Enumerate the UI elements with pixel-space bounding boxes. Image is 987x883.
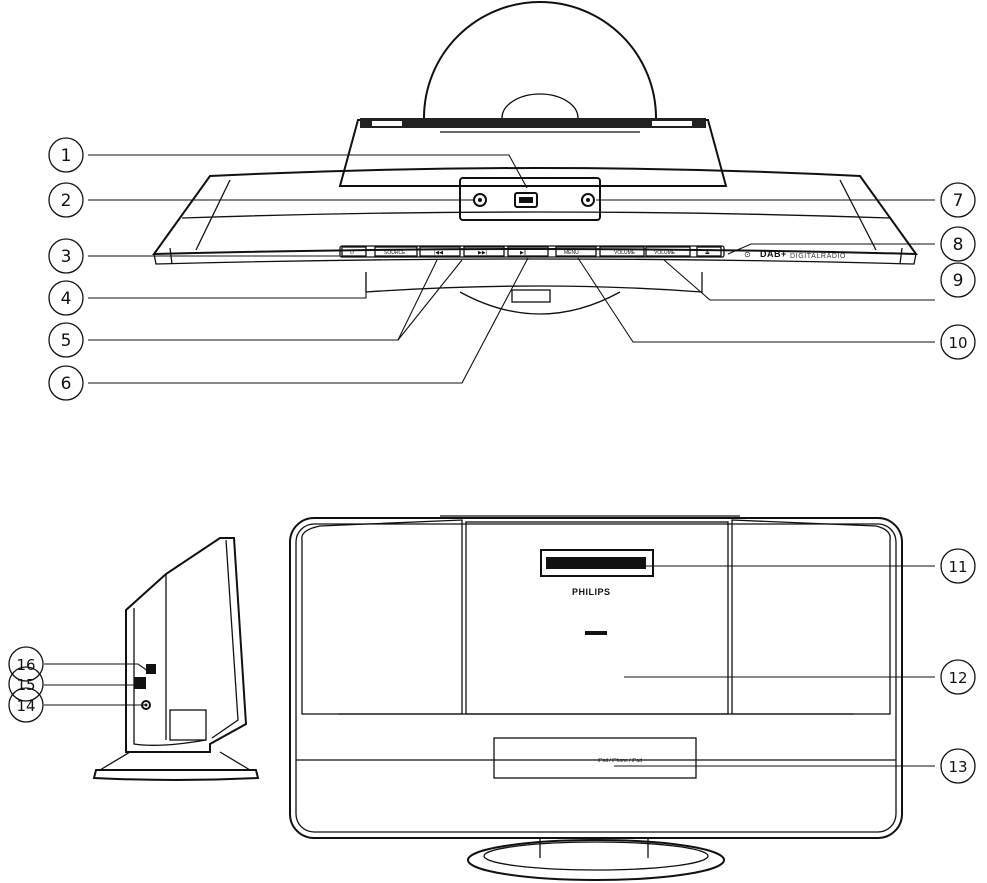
- play-pause-button[interactable]: [507, 246, 549, 257]
- source-button[interactable]: [374, 246, 418, 257]
- svg-text:▶||: ▶||: [520, 250, 526, 256]
- display: [540, 549, 654, 577]
- front-body: [289, 517, 903, 839]
- prev-button[interactable]: [419, 246, 461, 257]
- callout-14: 14: [16, 697, 35, 715]
- top-view: ⏻ SOURCE |◀◀ ▶▶| ▶|| MENU VOLUME VOLUME …: [152, 1, 918, 315]
- cd-inner-ring: [501, 93, 579, 119]
- callout-5: 5: [61, 331, 72, 351]
- menu-button[interactable]: [555, 246, 597, 257]
- menu-label: MENU: [564, 250, 579, 256]
- connector-panel: [459, 177, 601, 221]
- callout-15: 15: [16, 676, 35, 694]
- callouts: 1 2 3 4 5 6 7 8 9 10 11 12 13 14 15 16: [8, 137, 976, 784]
- callout-1: 1: [61, 146, 72, 166]
- front-stand: [467, 839, 725, 881]
- svg-text:▶▶|: ▶▶|: [478, 250, 487, 256]
- dock-compartment: [493, 737, 697, 779]
- callout-13: 13: [948, 758, 967, 776]
- left-speaker-panel: [301, 519, 463, 715]
- ir-sensor: [585, 631, 607, 635]
- side-stand: [92, 769, 260, 781]
- callout-6: 6: [61, 374, 72, 394]
- callout-3: 3: [61, 247, 72, 267]
- svg-text:|◀◀: |◀◀: [434, 250, 443, 256]
- body-top: [152, 167, 918, 256]
- leader-lines: [44, 154, 935, 767]
- callout-8: 8: [953, 235, 964, 255]
- volume-down-button[interactable]: [599, 246, 645, 257]
- volume-down-label: VOLUME: [614, 250, 636, 256]
- right-speaker-panel: [731, 519, 891, 715]
- svg-text:⏏: ⏏: [705, 250, 710, 256]
- brand-logo: PHILIPS: [572, 587, 611, 597]
- eject-button[interactable]: [696, 246, 722, 257]
- side-view: [92, 537, 260, 781]
- dab-logo: DAB+: [760, 249, 787, 259]
- callout-7: 7: [953, 191, 964, 211]
- callout-2: 2: [61, 191, 72, 211]
- svg-text:⊙: ⊙: [744, 250, 751, 259]
- side-body: [125, 537, 248, 753]
- front-view: PHILIPS iPod / iPhone / iPad: [289, 515, 903, 881]
- svg-text:⏻: ⏻: [350, 250, 354, 256]
- callout-11: 11: [948, 558, 967, 576]
- volume-up-label: VOLUME: [654, 250, 676, 256]
- side-port-15: [134, 677, 146, 689]
- callout-9: 9: [953, 271, 964, 291]
- callout-4: 4: [61, 289, 72, 309]
- next-button[interactable]: [463, 246, 505, 257]
- callout-12: 12: [948, 669, 967, 687]
- volume-up-button[interactable]: [645, 246, 691, 257]
- mp3-link-jack: [581, 193, 595, 207]
- button-strip: [339, 245, 725, 258]
- power-button[interactable]: [341, 246, 367, 257]
- callout-16: 16: [16, 656, 35, 674]
- dock-label: iPod / iPhone / iPad: [598, 758, 642, 764]
- callout-10: 10: [948, 334, 967, 352]
- source-label: SOURCE: [384, 250, 406, 256]
- side-port-16: [146, 664, 156, 674]
- dab-label: DIGITALRADIO: [790, 253, 846, 260]
- cd-dome: [423, 1, 657, 119]
